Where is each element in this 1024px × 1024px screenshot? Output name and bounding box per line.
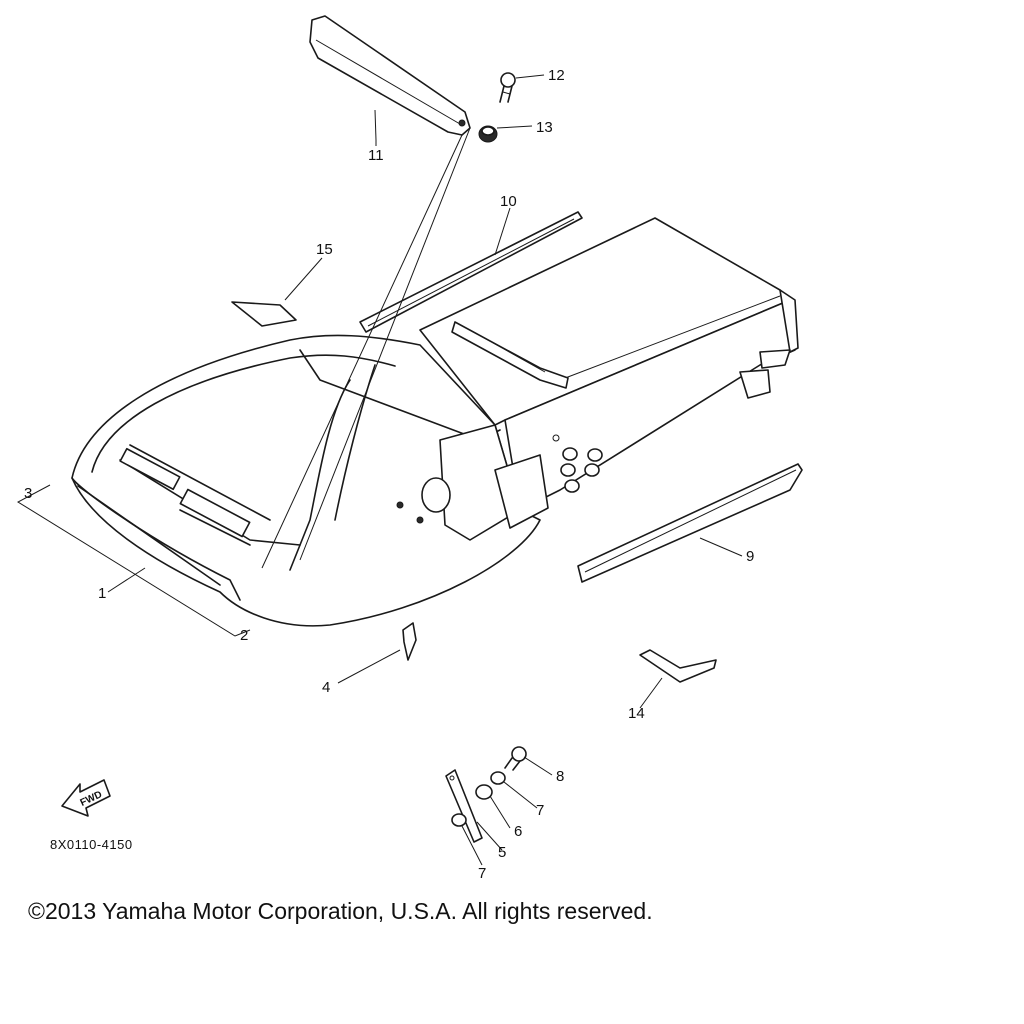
part-6-collar[interactable] (475, 784, 493, 800)
callout-1: 1 (98, 585, 106, 602)
callout-15: 15 (316, 241, 333, 258)
callout-13: 13 (536, 119, 553, 136)
callout-4: 4 (322, 679, 330, 696)
part-1-body-frame[interactable] (71, 127, 799, 627)
part-12-bolt[interactable] (499, 72, 516, 103)
leader-lines (16, 74, 743, 866)
callout-6: 6 (514, 823, 522, 840)
part-7-washer-upper[interactable] (490, 771, 506, 785)
callout-14: 14 (628, 705, 645, 722)
drawing-id: 8X0110-4150 (50, 837, 133, 852)
part-10-trim-strip[interactable] (359, 211, 583, 333)
callout-10: 10 (500, 193, 517, 210)
part-11-upper-panel[interactable] (309, 15, 471, 141)
part-9-side-strip[interactable] (577, 463, 803, 583)
fwd-arrow-icon: FWD (61, 779, 111, 817)
callout-11: 11 (368, 147, 384, 164)
part-4-rivet[interactable] (402, 622, 417, 661)
copyright-notice: ©2013 Yamaha Motor Corporation, U.S.A. A… (28, 898, 653, 924)
callout-12: 12 (548, 67, 565, 84)
callout-5: 5 (498, 844, 506, 861)
callout-3: 3 (24, 485, 32, 502)
callout-2: 2 (240, 627, 248, 644)
part-7-washer-lower[interactable] (451, 813, 467, 827)
exploded-parts-diagram: 12 13 11 10 15 3 1 2 9 4 14 8 7 6 5 7 FW… (16, 15, 803, 882)
callout-7-upper: 7 (536, 802, 544, 819)
part-14-decal[interactable] (639, 649, 717, 683)
callout-9: 9 (746, 548, 754, 565)
callout-labels: 12 13 11 10 15 3 1 2 9 4 14 8 7 6 5 7 (24, 67, 754, 882)
callout-8: 8 (556, 768, 564, 785)
part-13-grommet[interactable] (478, 125, 498, 143)
part-5-bracket[interactable] (445, 769, 483, 843)
callout-7-lower: 7 (478, 865, 486, 882)
part-15-decal[interactable] (231, 301, 297, 327)
part-8-bolt[interactable] (504, 746, 527, 771)
